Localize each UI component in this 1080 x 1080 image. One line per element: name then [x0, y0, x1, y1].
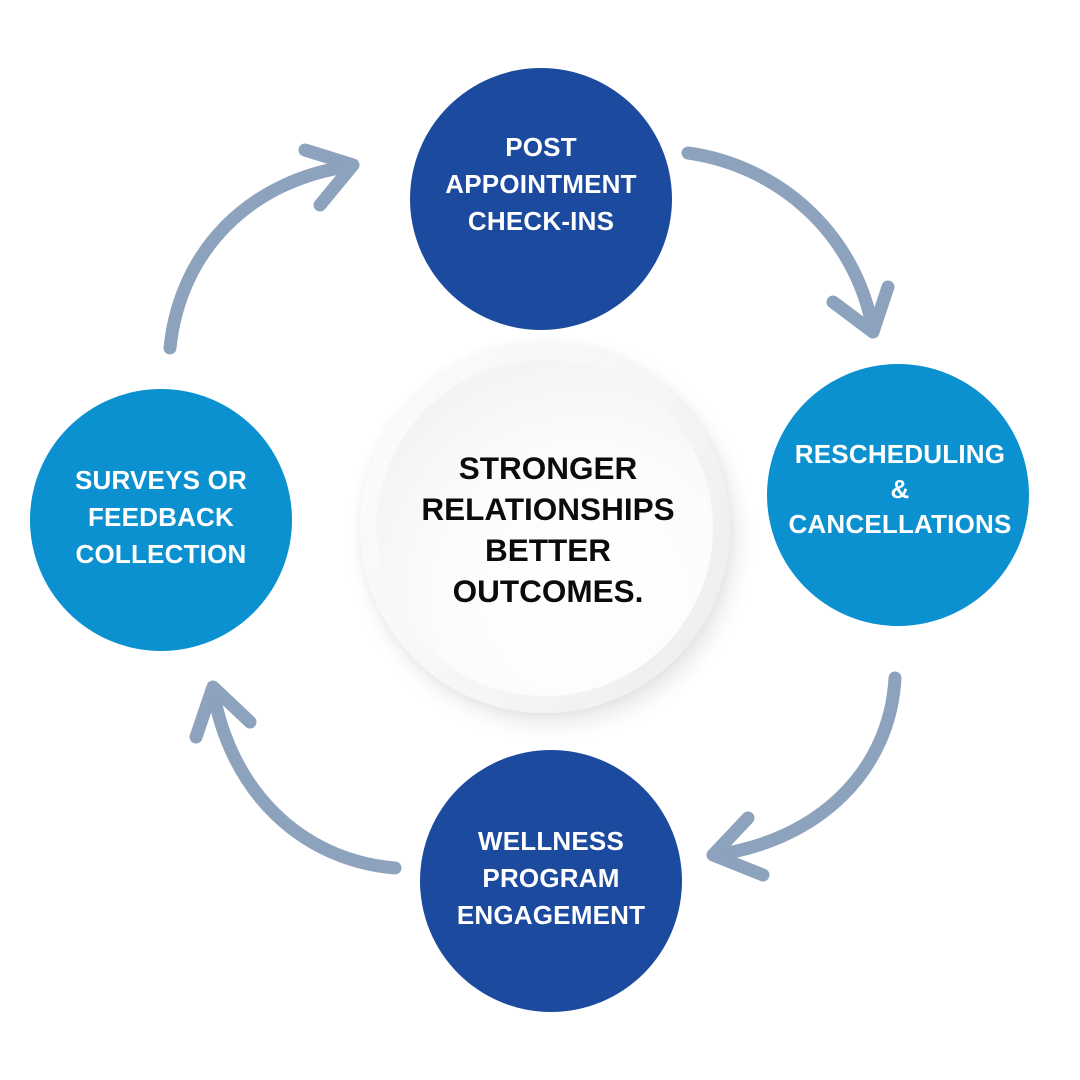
arrow-head-icon: [298, 143, 360, 212]
arrow-post-to-rescheduling: [681, 146, 895, 339]
arrow-head-icon: [189, 680, 257, 744]
node-label: SURVEYS OR FEEDBACK COLLECTION: [74, 464, 247, 569]
arrow-head-icon: [706, 811, 770, 882]
center-hub: STRONGER RELATIONSHIPS BETTER OUTCOMES.: [377, 360, 713, 696]
node-label: WELLNESS PROGRAM ENGAGEMENT: [456, 825, 646, 930]
center-hub-label: STRONGER RELATIONSHIPS BETTER OUTCOMES.: [421, 450, 675, 609]
node-label: POST APPOINTMENT CHECK-INS: [445, 131, 637, 236]
node-wellness-program-engagement: WELLNESS PROGRAM ENGAGEMENT: [420, 750, 682, 1012]
arrow-wellness-to-surveys: [189, 680, 402, 875]
node-label: RESCHEDULING & CANCELLATIONS: [788, 438, 1012, 539]
node-rescheduling-cancellations: RESCHEDULING & CANCELLATIONS: [767, 364, 1029, 626]
arrow-shaft: [681, 146, 880, 337]
arrow-shaft: [708, 671, 902, 862]
arrow-head-icon: [826, 280, 895, 339]
arrow-rescheduling-to-wellness: [706, 671, 902, 882]
arrow-shaft: [163, 159, 358, 355]
node-post-appointment-check-ins: POST APPOINTMENT CHECK-INS: [410, 68, 672, 330]
node-surveys-feedback-collection: SURVEYS OR FEEDBACK COLLECTION: [30, 389, 292, 651]
arrow-shaft: [206, 683, 402, 875]
arrow-surveys-to-post: [163, 143, 360, 355]
